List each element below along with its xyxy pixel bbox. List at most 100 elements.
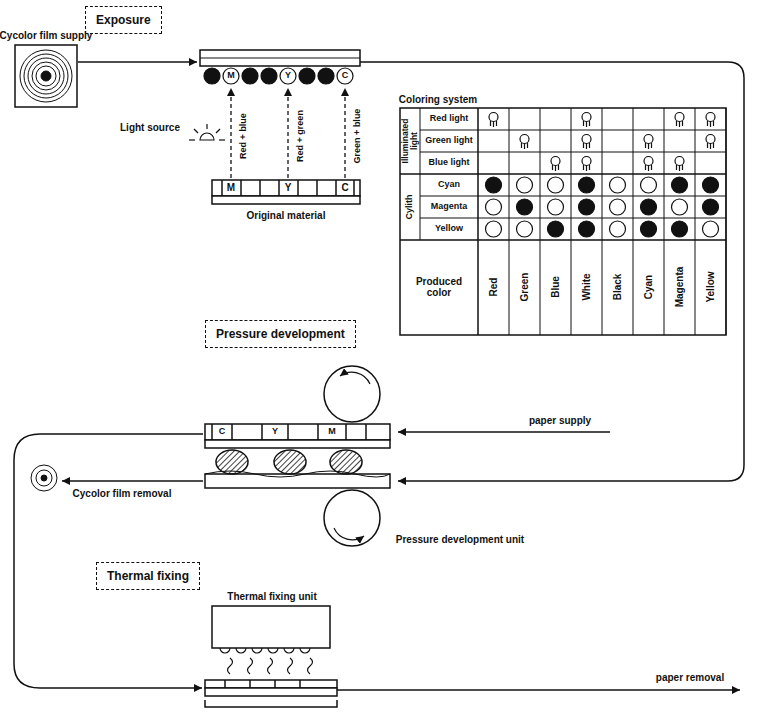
table-row-header: Cyan [438,180,460,189]
microcapsule [280,68,296,84]
table-cell: Blue [550,276,561,298]
table-row-header: Red light [430,114,469,123]
layer-letter: C [219,427,226,436]
exposure-light [287,88,288,178]
lamp-symbol [644,157,653,172]
pressure-sandwich [205,424,390,488]
lamp-symbol [582,113,591,128]
cylith-mark [703,177,719,193]
film-strip [200,50,360,66]
table-row-header: Produced color [404,277,474,298]
paper-path [14,434,203,688]
cylith-mark [703,199,719,215]
film-roll [20,50,72,102]
table-row-header: Blue light [429,158,470,167]
flow-label: paper supply [529,416,591,427]
table-cell: Cyan [643,275,654,299]
microcapsule [299,68,315,84]
table-cell: White [581,273,592,300]
cylith-mark [672,221,688,237]
lamp-symbol [706,135,715,150]
original-letter: M [227,183,235,194]
part-label: Original material [247,211,326,222]
table-cell: Green [519,273,530,302]
cylith-mark [548,221,564,237]
paper-removal-line [337,689,740,691]
stage-heading: Thermal fixing [96,562,200,590]
light-label: Red + green [296,109,305,163]
cylith-mark [486,177,502,193]
lamp-symbol [706,113,715,128]
capsule-letter: Y [285,71,291,80]
coloring-table [400,108,726,335]
lamp-symbol [520,135,529,150]
original-letter: Y [285,183,292,194]
table-group: Illuminated light [401,110,419,172]
light-label: Green + blue [353,108,362,165]
cylith-mark [579,177,595,193]
microcapsule [318,68,334,84]
table-cell: Magenta [674,267,685,308]
table-cell: Black [612,274,623,301]
table-title: Coloring system [399,95,477,106]
capsule-letter: M [227,71,235,80]
microcapsule [223,68,239,84]
flow-label: Cycolor film removal [73,489,172,500]
cylith-mark [641,177,657,193]
table-row-header: Green light [425,136,473,145]
film-supply-box [15,45,77,107]
lower-roller [324,490,380,546]
paper-supply-line [398,431,610,433]
cylith-mark [610,221,626,237]
original-letter: C [341,183,348,194]
microcapsule [261,68,277,84]
part-label: Thermal fixing unit [227,592,316,603]
stage-heading: Pressure development [205,320,356,348]
exposure-light [230,88,231,178]
lamp-symbol [551,157,560,172]
stage-heading: Exposure [85,6,162,34]
table-cell: Yellow [705,271,716,302]
cylith-mark [548,199,564,215]
table-group: Cylith [405,194,414,219]
table-row-header: Magenta [431,202,468,211]
part-label: Pressure development unit [396,535,524,546]
microcapsule [242,68,258,84]
exposure-light [344,88,345,178]
cylith-mark [548,177,564,193]
heading-text: Thermal fixing [107,569,189,583]
cylith-mark [672,199,688,215]
film-feed-line [360,62,744,481]
cylith-mark [486,221,502,237]
cylith-mark [517,221,533,237]
cylith-mark [610,199,626,215]
capsule-letter: C [342,71,349,80]
layer-letter: Y [272,427,278,436]
microcapsule [204,68,220,84]
table-cell: Red [488,278,499,297]
original-material [212,180,360,204]
cylith-mark [579,199,595,215]
upper-roller [324,366,380,422]
film-path [78,61,197,63]
microcapsule [337,68,353,84]
lamp-symbol [644,135,653,150]
lamp-symbol [582,157,591,172]
lamp-symbol [489,113,498,128]
cylith-mark [672,177,688,193]
table-row-header: Yellow [435,224,463,233]
cylith-mark [579,221,595,237]
layer-letter: M [328,427,336,436]
cylith-mark [641,221,657,237]
cylith-mark [703,221,719,237]
flow-label: paper removal [656,673,724,684]
film-removal-reel [31,465,57,491]
cylith-mark [517,177,533,193]
lamp-symbol [582,135,591,150]
light-source-icon [189,124,225,140]
thermal-unit [205,606,337,707]
light-label: Red + blue [239,112,248,160]
heading-text: Pressure development [216,327,345,341]
cylith-mark [517,199,533,215]
